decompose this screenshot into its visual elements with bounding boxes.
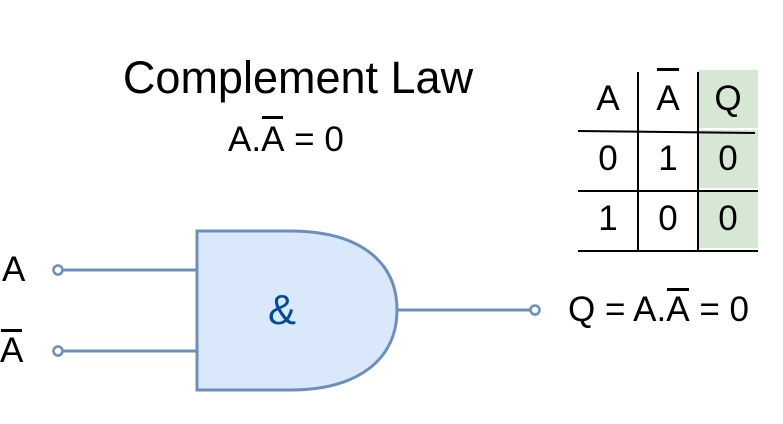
cell: 1 [598,199,618,238]
header-a-bar: A [638,68,698,128]
cell-output: 0 [698,130,758,188]
diagram-title: Complement Law [122,52,474,103]
cell: 0 [658,199,678,238]
complement-formula: A.A = 0 [228,116,344,162]
header-a: A [596,79,620,118]
input-a-label: A [2,250,26,289]
output-expression: Q = A.A = 0 [568,288,749,329]
cell: 1 [658,139,678,178]
and-symbol: & [268,286,297,333]
cell-output: 0 [698,190,758,248]
header-q: Q [698,70,758,128]
cell: 0 [598,139,618,178]
input-a-bar-label: A [0,329,24,370]
